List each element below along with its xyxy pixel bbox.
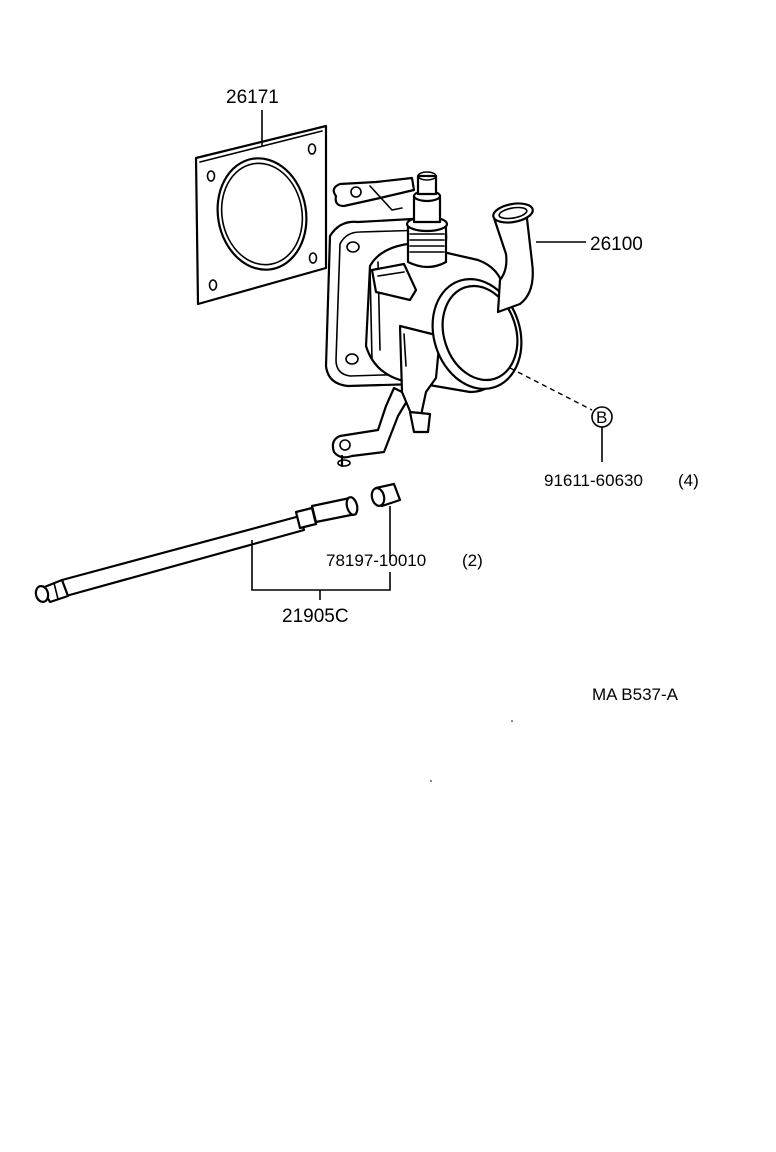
callout-91611-60630: B 91611-60630 (4)	[509, 367, 699, 490]
callout-21905c: 21905C	[251, 540, 391, 627]
cable-21905c	[34, 496, 359, 604]
label-78197-10010: 78197-10010	[326, 551, 426, 570]
label-91611-60630: 91611-60630	[544, 471, 643, 490]
gasket-26171	[194, 124, 328, 306]
label-21905c: 21905C	[282, 606, 349, 627]
qty-78197-10010: (2)	[462, 551, 483, 570]
cable-cap-78197-10010	[370, 482, 402, 508]
label-26100: 26100	[590, 234, 643, 255]
stray-dot	[511, 720, 513, 722]
callout-26171: 26171	[226, 87, 279, 146]
callout-78197-10010: 78197-10010 (2)	[326, 506, 483, 570]
stray-dot	[430, 780, 432, 782]
label-26171: 26171	[226, 87, 279, 108]
drawing-code: MA B537-A	[592, 685, 679, 704]
qty-91611-60630: (4)	[678, 471, 699, 490]
callout-letter-b: B	[596, 408, 607, 427]
callout-26100: 26100	[536, 234, 643, 255]
throttle-body-26100	[324, 171, 534, 468]
